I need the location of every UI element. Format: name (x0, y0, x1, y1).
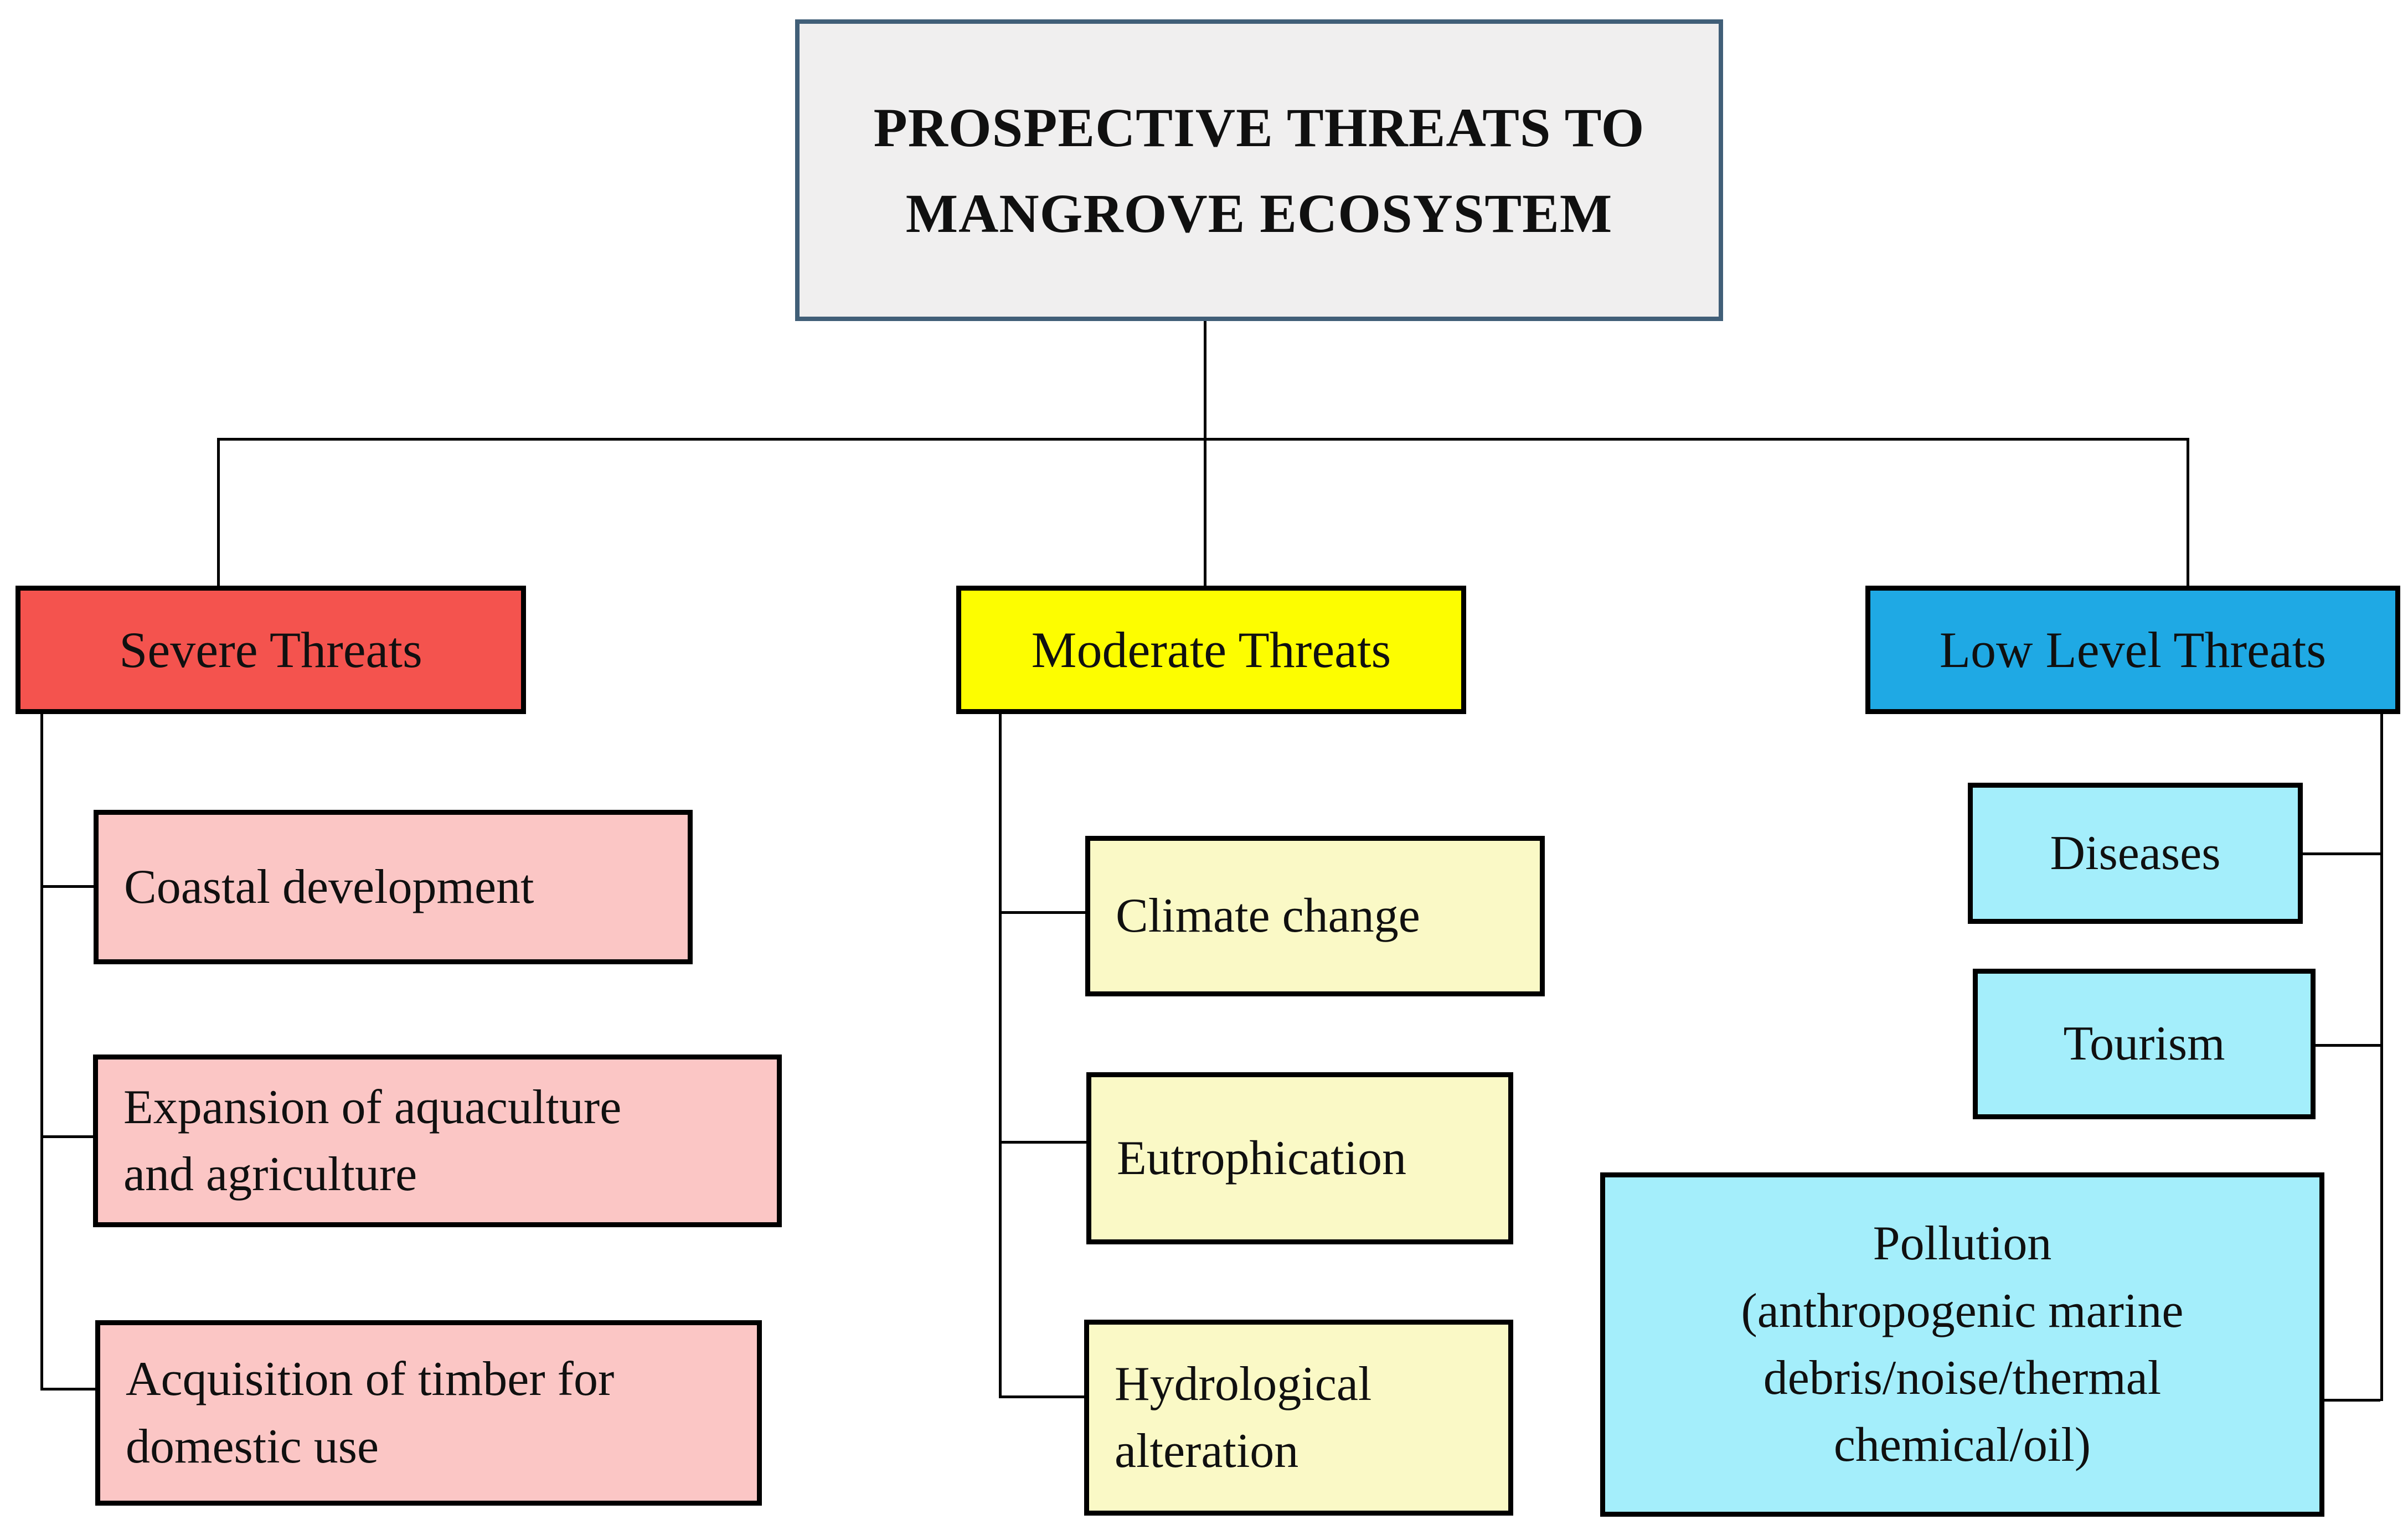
item-hydrological-alteration: Hydrological alteration (1084, 1320, 1513, 1516)
item-expansion-aquaculture-agriculture: Expansion of aquaculture and agriculture (93, 1055, 782, 1227)
item-climate-change: Climate change (1085, 836, 1545, 996)
moderate-threats-header: Moderate Threats (956, 586, 1466, 714)
item-diseases: Diseases (1968, 783, 2303, 924)
item-text-line: alteration (1115, 1424, 1299, 1478)
item-text-line: chemical/oil) (1833, 1418, 2091, 1472)
connector-low-spine (2380, 714, 2383, 1401)
connector-low-stub-2 (2316, 1044, 2380, 1047)
connector-severe-stub-1 (40, 885, 94, 888)
low-level-threats-header-label: Low Level Threats (1939, 621, 2327, 678)
connector-title-trunk (1204, 321, 1206, 439)
connector-severe-spine (40, 714, 43, 1391)
connector-moderate-spine (999, 714, 1002, 1398)
connector-drop-moderate (1204, 438, 1206, 586)
item-text-line: and agriculture (123, 1148, 417, 1201)
item-tourism: Tourism (1973, 969, 2316, 1119)
connector-low-stub-1 (2303, 852, 2380, 855)
item-text-line: Eutrophication (1117, 1131, 1406, 1185)
connector-distributor (217, 438, 2189, 441)
item-text-line: Hydrological (1115, 1357, 1372, 1411)
low-level-threats-header: Low Level Threats (1865, 586, 2400, 714)
connector-moderate-stub-3 (999, 1395, 1084, 1398)
connector-moderate-stub-1 (999, 911, 1085, 914)
item-text-line: Pollution (1873, 1217, 2052, 1271)
severe-threats-header-label: Severe Threats (119, 621, 422, 678)
connector-severe-stub-3 (40, 1388, 95, 1391)
item-coastal-development: Coastal development (94, 810, 693, 964)
connector-moderate-stub-2 (999, 1141, 1086, 1144)
title-line: PROSPECTIVE THREATS TO (873, 96, 1645, 158)
item-text-line: (anthropogenic marine (1741, 1284, 2184, 1338)
title-box: PROSPECTIVE THREATS TO MANGROVE ECOSYSTE… (795, 19, 1723, 321)
item-text-line: Climate change (1116, 889, 1420, 943)
item-text-line: Coastal development (124, 860, 534, 914)
title-line: MANGROVE ECOSYSTEM (905, 182, 1613, 244)
connector-severe-stub-2 (40, 1135, 93, 1138)
item-text-line: Acquisition of timber for (126, 1352, 615, 1407)
item-acquisition-of-timber: Acquisition of timber for domestic use (95, 1320, 762, 1506)
item-text-line: Diseases (2050, 826, 2221, 880)
item-text-line: Expansion of aquaculture (123, 1080, 622, 1134)
item-text-line: Tourism (2063, 1017, 2225, 1071)
connector-low-stub-3 (2324, 1399, 2380, 1402)
item-pollution: Pollution (anthropogenic marine debris/n… (1600, 1172, 2324, 1517)
item-text-line: domestic use (126, 1419, 379, 1474)
connector-drop-severe (217, 438, 220, 586)
connector-drop-low (2187, 438, 2189, 586)
moderate-threats-header-label: Moderate Threats (1031, 621, 1391, 678)
item-eutrophication: Eutrophication (1086, 1072, 1513, 1244)
item-text-line: debris/noise/thermal (1763, 1351, 2162, 1405)
severe-threats-header: Severe Threats (16, 586, 526, 714)
